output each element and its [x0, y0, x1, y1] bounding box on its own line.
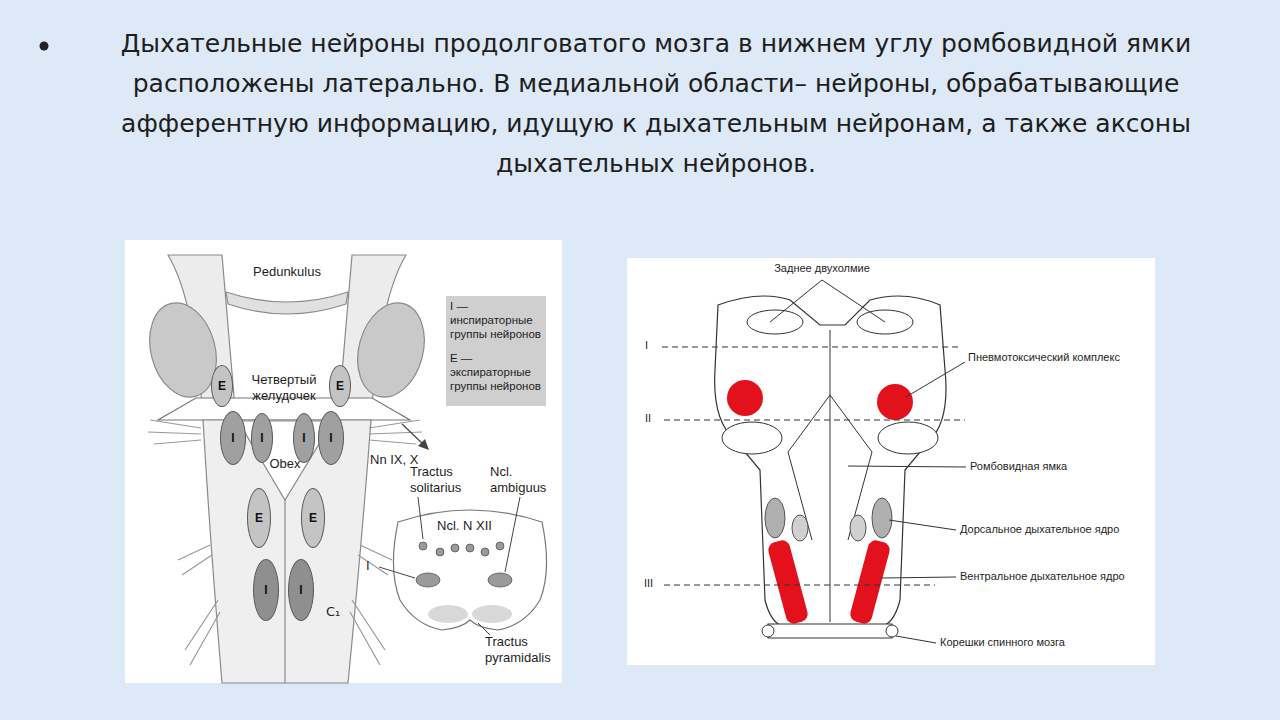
legend-text: E — экспираторные группы нейронов [450, 352, 544, 393]
pneumotaxic-nucleus [877, 384, 913, 420]
level-number: II [645, 412, 663, 425]
group-letter: E [218, 380, 226, 392]
leader-line [889, 520, 956, 530]
nucleus-dot [419, 542, 427, 550]
group-letter: I [329, 432, 332, 444]
colliculus [747, 310, 803, 334]
section-line [662, 347, 960, 348]
part-label: Ncl. N XII [437, 518, 517, 534]
part-label: Obex [260, 456, 310, 472]
nucleus-dot [496, 542, 504, 550]
group-letter: I [302, 432, 305, 444]
part-label: Четвертый желудочек [240, 372, 328, 403]
callout-letter: I [366, 558, 380, 574]
figure-panel [125, 240, 562, 683]
section-line [664, 585, 935, 586]
pointer-arrow [402, 424, 424, 445]
midline [830, 330, 831, 622]
cut-peduncle [722, 422, 782, 454]
part-label: Ромбовидная ямка [970, 460, 1145, 473]
pyramid [472, 605, 512, 623]
cut-peduncle [348, 295, 435, 404]
neuron-group: E [329, 365, 351, 407]
dorsal-nucleus [765, 498, 785, 538]
midbrain-band [226, 292, 348, 314]
neuron-group: I [253, 559, 279, 621]
leader-line [848, 466, 966, 467]
leader-line [770, 280, 885, 322]
cross-section [393, 510, 546, 630]
nucleus-oval [850, 515, 866, 541]
nerve-root [148, 420, 201, 444]
part-label: Tractus solitarius [410, 464, 482, 495]
pneumotaxic-nucleus [727, 380, 763, 416]
leader-line [906, 362, 965, 397]
part-label: Ncl. ambiguus [490, 464, 560, 495]
part-label: Вентральное дыхательное ядро [960, 570, 1150, 583]
ventral-nucleus [767, 539, 810, 626]
part-label: Корешки спинного мозга [940, 636, 1145, 649]
nucleus-oval [416, 573, 440, 587]
nucleus-dot [481, 548, 489, 556]
nucleus-oval [792, 515, 808, 541]
part-label: Tractus pyramidalis [485, 634, 559, 665]
ventral-nucleus [849, 539, 892, 626]
nucleus-oval [488, 573, 512, 587]
bullet-mark [40, 42, 49, 51]
group-letter: E [255, 512, 263, 524]
neuron-group: I [251, 413, 273, 463]
group-letter: I [260, 432, 263, 444]
spinal-root [886, 625, 898, 637]
legend-box [446, 296, 546, 406]
dorsal-nucleus [872, 498, 892, 538]
part-label: Дорсальное дыхательное ядро [960, 523, 1150, 536]
level-number: I [645, 339, 661, 352]
part-label: Пневмотоксический комплекс [968, 351, 1148, 364]
neuron-group: I [293, 413, 315, 463]
heading: Дыхательные нейроны продолговатого мозга… [58, 24, 1254, 184]
neuron-group: E [247, 488, 271, 548]
neuron-group: I [220, 411, 246, 465]
leader-line [881, 577, 956, 578]
nucleus-dot [466, 544, 474, 552]
section-line [664, 420, 965, 421]
group-letter: I [231, 432, 234, 444]
part-label: Pedunkulus [237, 264, 337, 280]
level-number: III [644, 577, 664, 590]
leader-line [478, 623, 490, 635]
nucleus-dot [451, 544, 459, 552]
group-letter: I [299, 584, 302, 596]
arrow-head [418, 439, 429, 450]
leader-line [418, 497, 423, 539]
brainstem-outline [715, 296, 946, 625]
part-label: C₁ [326, 604, 350, 620]
nerve-root [178, 545, 392, 575]
legend-text: I — инспираторные группы нейронов [450, 300, 544, 341]
neuron-group: E [211, 365, 233, 407]
nerve-root [185, 600, 385, 665]
cut-peduncle [878, 422, 938, 454]
part-label: Заднее двухолмие [762, 262, 882, 275]
group-letter: E [336, 380, 344, 392]
leader-line [379, 567, 415, 578]
fossa-outline [788, 395, 872, 540]
nucleus-dot [436, 548, 444, 556]
midline [284, 500, 285, 683]
leader-line [896, 636, 936, 643]
neuron-group: E [301, 488, 325, 548]
group-letter: I [264, 584, 267, 596]
figure-panel [627, 258, 1155, 665]
group-letter: E [309, 512, 317, 524]
neuron-group: I [318, 411, 344, 465]
pyramid [428, 605, 468, 623]
neuron-group: I [288, 559, 314, 621]
spinal-root [762, 625, 774, 637]
leader-line [505, 497, 520, 572]
spinal-roots [768, 624, 892, 638]
nerve-root [369, 420, 422, 444]
